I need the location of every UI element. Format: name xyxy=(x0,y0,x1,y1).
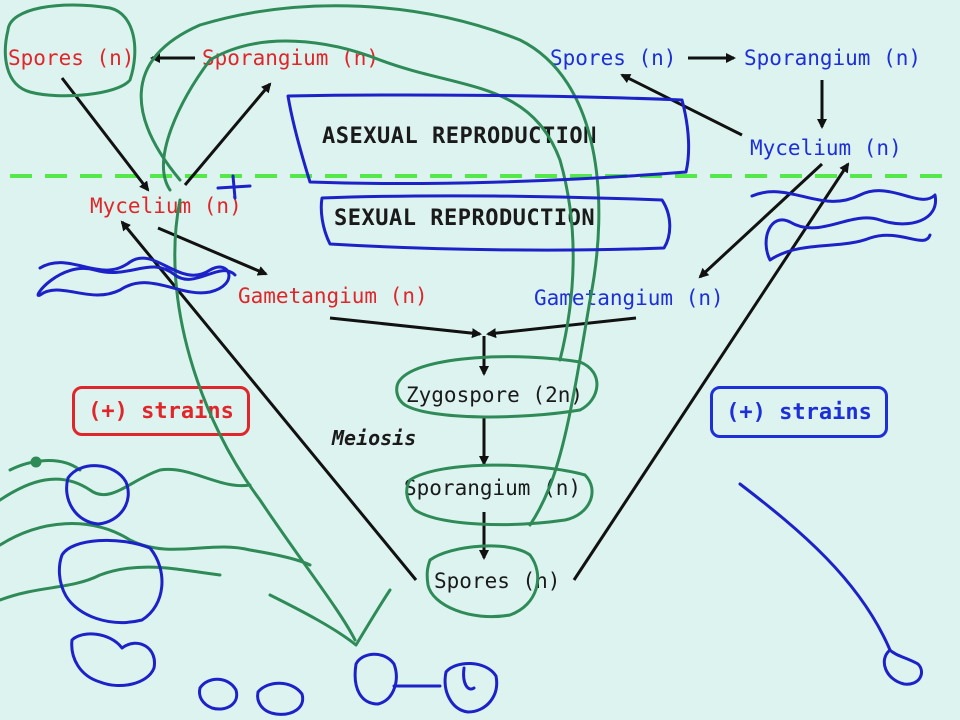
right-mycelium-label: Mycelium (n) xyxy=(750,136,902,160)
blue-plus-mark-v xyxy=(231,174,237,200)
green-loop-inner xyxy=(162,39,575,362)
center-spores-label: Spores (n) xyxy=(434,569,561,593)
asexual-reproduction-title: ASEXUAL REPRODUCTION xyxy=(322,124,597,149)
right-sporangium-label: Sporangium (n) xyxy=(744,46,922,70)
blue-circle-6 xyxy=(353,652,442,706)
blue-scribble-right xyxy=(750,189,937,262)
left-spores-label: Spores (n) xyxy=(8,46,135,70)
green-arrowhead-bottom xyxy=(268,588,392,647)
green-scribble-left-3 xyxy=(8,459,82,472)
right-strain-badge: (+) strains xyxy=(710,386,888,438)
left-mycelium-label: Mycelium (n) xyxy=(90,194,242,218)
blue-circle-7 xyxy=(443,661,499,714)
left-gametangium-label: Gametangium (n) xyxy=(238,284,428,308)
green-scribble-left-1 xyxy=(0,467,252,502)
sexual-reproduction-title: SEXUAL REPRODUCTION xyxy=(334,206,596,231)
blue-scribble-left xyxy=(36,256,237,297)
blue-circle-1 xyxy=(65,464,130,526)
meiosis-label: Meiosis xyxy=(332,426,417,450)
green-scribble-left-2 xyxy=(0,522,312,567)
green-loop-spores xyxy=(425,544,540,619)
blue-box-sexual xyxy=(319,194,672,252)
blue-circle-5 xyxy=(256,681,305,716)
blue-box-asexual xyxy=(286,93,691,186)
zygospore-label: Zygospore (2n) xyxy=(406,383,584,407)
blue-circle-3 xyxy=(70,632,156,687)
right-spores-label: Spores (n) xyxy=(550,46,677,70)
green-dot xyxy=(30,456,42,468)
arrow-spores-to-mycelium-left-return xyxy=(120,220,418,581)
green-loop-sporangium xyxy=(405,463,594,527)
green-long-descent xyxy=(173,198,357,642)
green-ink-strokes xyxy=(0,3,601,647)
green-scribble-left-4 xyxy=(0,565,222,602)
green-circle-left-spores xyxy=(3,3,137,98)
blue-ink-strokes xyxy=(36,93,937,716)
arrow-gametangium-left-to-zygospore xyxy=(329,316,482,339)
right-gametangium-label: Gametangium (n) xyxy=(534,286,724,310)
green-loop-big xyxy=(139,4,601,527)
right-strain-label: (+) strains xyxy=(726,399,872,425)
blue-long-curve xyxy=(738,482,892,652)
green-loop-zygospore xyxy=(395,355,599,419)
blue-circle-2 xyxy=(57,538,164,624)
arrow-mycelium-to-sporangium-left xyxy=(183,82,272,186)
blue-circle-4 xyxy=(198,677,239,711)
arrow-gametangium-right-to-zygospore xyxy=(486,316,637,339)
blue-curve-end xyxy=(882,648,923,686)
arrow-mycelium-to-gametangium-right xyxy=(698,162,824,279)
arrow-spores-to-mycelium-right-return xyxy=(572,162,850,581)
